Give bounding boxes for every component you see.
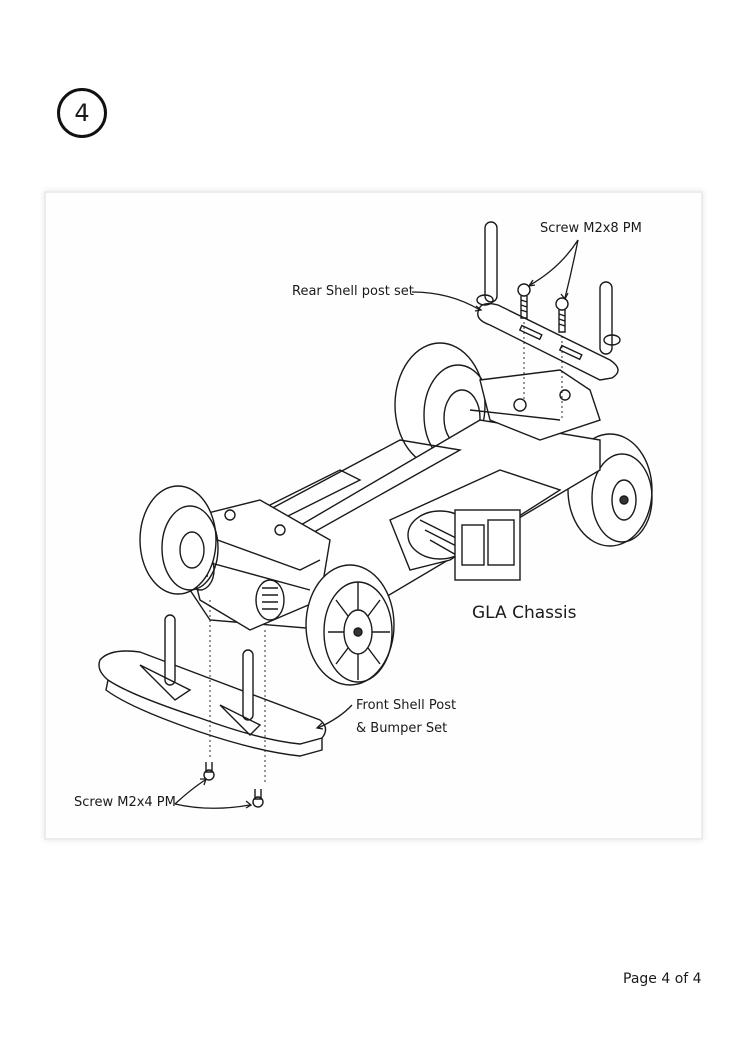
front-left-wheel	[139, 485, 219, 595]
callout-rear-shell-post: Rear Shell post set	[292, 284, 414, 299]
callout-front-post-line2: & Bumper Set	[356, 721, 448, 736]
callout-rear-screw: Screw M2x8 PM	[540, 221, 642, 236]
front-suspension	[179, 499, 331, 631]
front-right-wheel	[305, 564, 395, 686]
step-number: 4	[74, 99, 90, 127]
step-number-badge: 4	[57, 88, 107, 138]
page-number: Page 4 of 4	[623, 971, 702, 987]
callout-front-post-line1: Front Shell Post	[356, 698, 457, 713]
front-screws	[203, 762, 264, 808]
callout-arrows	[174, 239, 579, 809]
rear-shell-post-set	[476, 221, 621, 381]
callout-front-screw: Screw M2x4 PM	[74, 795, 176, 810]
rear-screws	[517, 283, 569, 420]
chassis-name-label: GLA Chassis	[472, 603, 577, 623]
front-bumper-set	[98, 600, 327, 785]
